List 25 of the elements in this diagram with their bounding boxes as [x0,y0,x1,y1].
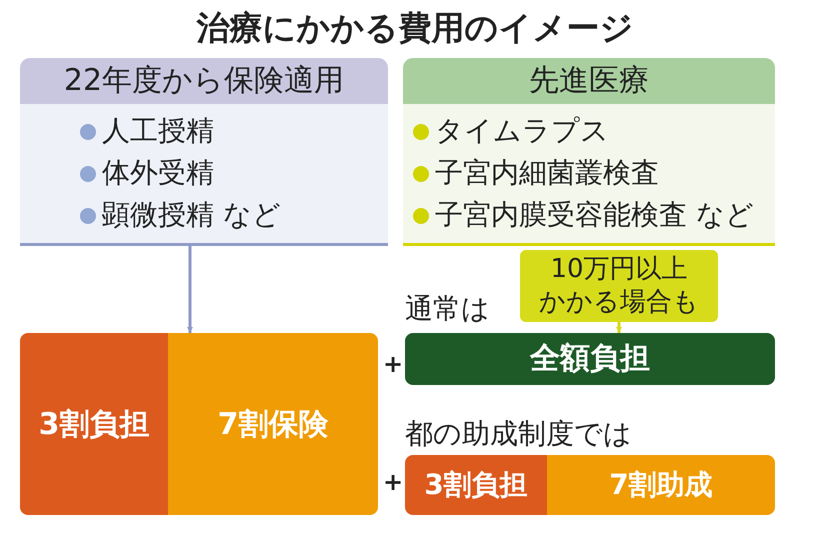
caption-text: 通常は [405,291,490,327]
bar-segment: 7割保険 [168,333,378,515]
info-panel [20,58,388,246]
bar-segment: 7割助成 [547,455,775,515]
list-item: 人工授精 [102,114,214,147]
arrow [616,322,622,333]
callout-bubble: 10万円以上かかる場合も [520,250,718,322]
plus-sign: + [383,468,404,496]
panel-heading: 先進医療 [403,58,775,104]
cost-bar [20,333,378,515]
title: 治療にかかる費用のイメージ [196,7,634,49]
caption-text: 都の助成制度では [405,416,632,452]
arrow [187,246,193,333]
list-item: 体外受精 [102,156,214,189]
panel-heading: 22年度から保険適用 [20,58,388,104]
cost-bar [405,455,775,515]
list-item: 子宮内膜受容能検査 など [435,198,754,231]
list-item: タイムラプス [435,114,609,147]
bar-segment: 3割負担 [20,333,168,515]
list-item: 顕微授精 など [102,198,281,231]
info-panel [403,58,775,246]
cost-box: 全額負担 [405,333,775,385]
bar-segment: 3割負担 [405,455,547,515]
plus-sign: + [383,350,404,378]
list-item: 子宮内細菌叢検査 [435,156,659,189]
